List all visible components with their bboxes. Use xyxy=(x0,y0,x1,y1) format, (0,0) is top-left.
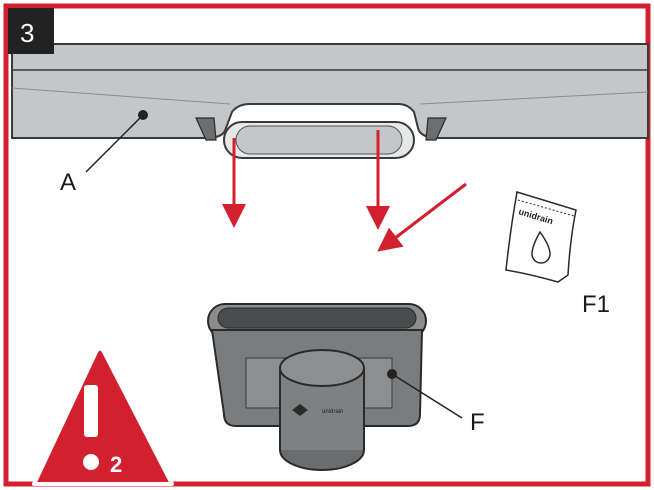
lubricant-sachet: unidrain xyxy=(505,191,577,283)
drain-channel xyxy=(11,43,649,159)
water-drop-icon xyxy=(531,230,551,264)
label-f1: F1 xyxy=(582,291,610,318)
exclamation-triangle-icon xyxy=(83,385,99,470)
arrow-diagonal xyxy=(377,182,467,252)
step-number-box xyxy=(8,8,54,54)
label-a: A xyxy=(60,169,76,196)
direction-diamond-icon xyxy=(292,404,308,416)
warning-number: 2 xyxy=(110,452,122,477)
label-f-group: F xyxy=(387,369,485,436)
label-a-group: A xyxy=(60,110,148,196)
outlet-brand: unidrain xyxy=(322,409,343,415)
step-number: 3 xyxy=(20,18,34,48)
outlet-piece: unidrain xyxy=(207,303,427,471)
label-f: F xyxy=(470,409,485,436)
panel-frame xyxy=(3,3,651,487)
warning-badge: 2 xyxy=(32,346,174,486)
